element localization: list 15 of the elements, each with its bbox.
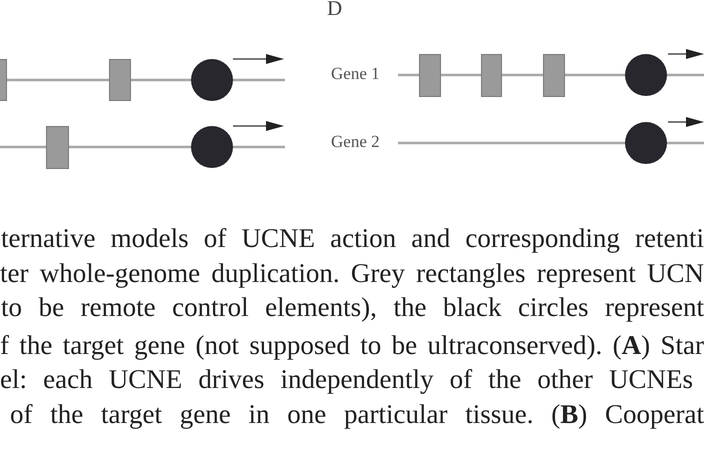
caption-line: ternative models of UCNE action and corresponding retenti [1,222,704,255]
ucne-rectangle [0,59,7,101]
ucne-rectangle [419,54,441,97]
ucne-rectangle [46,126,69,169]
caption-line: of the target gene in one particular tissue. (B) Cooperat [10,398,704,431]
caption-line: el: each UCNE drives independently of the other UCNEs [0,363,693,396]
ucne-rectangle [109,59,131,101]
panel-letter: D [327,0,342,20]
caption-line: to be remote control elements), the black circles represent [1,291,704,324]
gene-label: Gene 1 [331,63,380,85]
ucne-rectangle [481,54,502,97]
gene-label: Gene 2 [331,131,380,153]
ucne-rectangle [543,54,565,97]
caption-line: ter whole-genome duplication. Grey rectangles represent UCN [0,257,704,290]
caption-line: f the target gene (not supposed to be ultraconserved). (A) Star [0,329,704,362]
